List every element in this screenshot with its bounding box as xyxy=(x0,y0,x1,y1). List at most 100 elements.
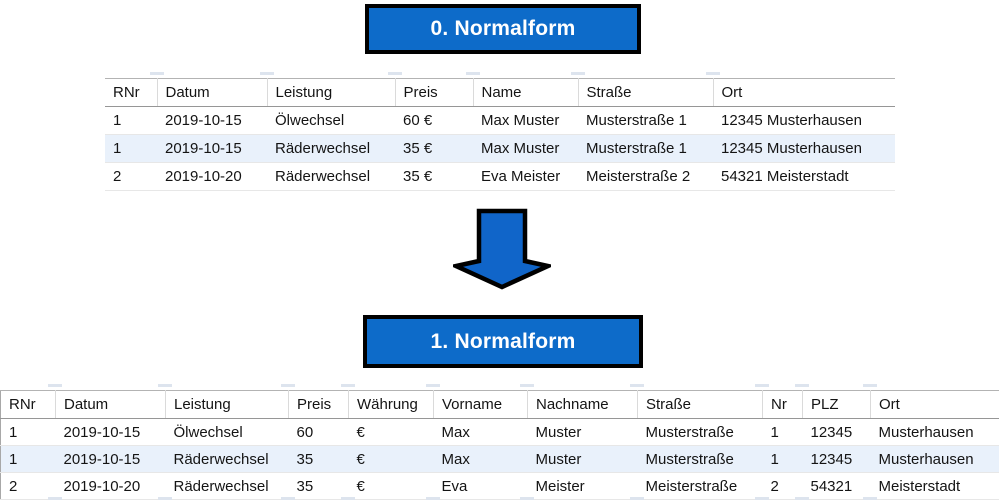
table-cell: 2 xyxy=(105,162,157,191)
table-cell: 35 xyxy=(288,445,349,473)
table-cell: € xyxy=(348,472,434,500)
column-header: Straße xyxy=(578,78,714,107)
table-cell: 2019-10-20 xyxy=(55,472,166,500)
column-header: Datum xyxy=(55,390,166,419)
table-cell: 54321 xyxy=(802,472,871,500)
table-cell: Muster xyxy=(527,418,638,446)
table-cell: 54321 Meisterstadt xyxy=(713,162,895,191)
table-cell: 2019-10-15 xyxy=(55,418,166,446)
column-header: RNr xyxy=(0,390,56,419)
table-cell: Räderwechsel xyxy=(165,445,289,473)
column-header: Straße xyxy=(637,390,763,419)
column-header: Ort xyxy=(870,390,999,419)
table-cell: 2019-10-20 xyxy=(157,162,267,191)
grid-mark xyxy=(281,384,295,387)
table-cell: Meisterstadt xyxy=(870,472,999,500)
column-header: Ort xyxy=(713,78,895,107)
grid-mark xyxy=(795,384,809,387)
table-cell: 12345 xyxy=(802,418,871,446)
column-header: Vorname xyxy=(433,390,528,419)
table-cell: Eva Meister xyxy=(473,162,578,191)
table-cell: 2 xyxy=(762,472,803,500)
table-cell: 1 xyxy=(762,445,803,473)
table-cell: 2019-10-15 xyxy=(55,445,166,473)
table-cell: 60 € xyxy=(395,106,473,135)
table-cell: 1 xyxy=(105,134,157,163)
grid-mark xyxy=(260,72,274,75)
grid-mark xyxy=(341,384,355,387)
banner-0-normalform: 0. Normalform xyxy=(365,4,641,54)
table-cell: Musterstraße xyxy=(637,418,763,446)
grid-mark xyxy=(630,384,644,387)
table-cell: Musterstraße 1 xyxy=(578,134,713,163)
table-cell: 2 xyxy=(0,472,56,500)
table-cell: Räderwechsel xyxy=(165,472,289,500)
table-cell: Räderwechsel xyxy=(267,134,395,163)
grid-mark xyxy=(150,72,164,75)
grid-mark xyxy=(520,384,534,387)
column-header: Leistung xyxy=(165,390,289,419)
column-header: Währung xyxy=(348,390,434,419)
table-cell: Musterstraße 1 xyxy=(578,106,713,135)
grid-mark xyxy=(158,384,172,387)
table-cell: Meister xyxy=(527,472,638,500)
table-cell: Meisterstraße 2 xyxy=(578,162,713,191)
column-header: PLZ xyxy=(802,390,871,419)
grid-mark xyxy=(48,384,62,387)
table-cell: Max Muster xyxy=(473,106,578,135)
table-cell: Räderwechsel xyxy=(267,162,395,191)
table-cell: 1 xyxy=(0,418,56,446)
table-cell: 1 xyxy=(762,418,803,446)
table-cell: Max xyxy=(433,418,528,446)
table-cell: Eva xyxy=(433,472,528,500)
banner-1-normalform: 1. Normalform xyxy=(363,315,643,368)
column-header: Preis xyxy=(395,78,474,107)
grid-dash-strip xyxy=(0,384,999,388)
grid-dash-strip xyxy=(105,72,895,76)
grid-mark xyxy=(755,384,769,387)
column-header: Nachname xyxy=(527,390,638,419)
table-cell: Ölwechsel xyxy=(267,106,395,135)
down-arrow-icon xyxy=(453,208,551,290)
table-cell: 12345 Musterhausen xyxy=(713,134,895,163)
grid-mark xyxy=(466,72,480,75)
table-cell: € xyxy=(348,445,434,473)
table-cell: Max Muster xyxy=(473,134,578,163)
table-cell: 60 xyxy=(288,418,349,446)
column-header: Leistung xyxy=(267,78,396,107)
table-cell: 12345 xyxy=(802,445,871,473)
table-cell: Meisterstraße xyxy=(637,472,763,500)
table-cell: Ölwechsel xyxy=(165,418,289,446)
table-cell: 1 xyxy=(105,106,157,135)
banner-0-label: 0. Normalform xyxy=(430,17,576,40)
table-cell: 1 xyxy=(0,445,56,473)
grid-mark xyxy=(571,72,585,75)
table-cell: 35 € xyxy=(395,162,473,191)
table-cell: Musterhausen xyxy=(870,418,999,446)
table-cell: Musterstraße xyxy=(637,445,763,473)
table-cell: Max xyxy=(433,445,528,473)
grid-mark xyxy=(706,72,720,75)
table-cell: € xyxy=(348,418,434,446)
table-cell: 35 € xyxy=(395,134,473,163)
column-header: Datum xyxy=(157,78,268,107)
table-cell: Muster xyxy=(527,445,638,473)
banner-1-label: 1. Normalform xyxy=(430,329,576,353)
column-header: RNr xyxy=(105,78,158,107)
table-cell: 35 xyxy=(288,472,349,500)
column-header: Name xyxy=(473,78,579,107)
grid-mark xyxy=(863,384,877,387)
grid-mark xyxy=(388,72,402,75)
table-cell: 2019-10-15 xyxy=(157,106,267,135)
grid-mark xyxy=(426,384,440,387)
